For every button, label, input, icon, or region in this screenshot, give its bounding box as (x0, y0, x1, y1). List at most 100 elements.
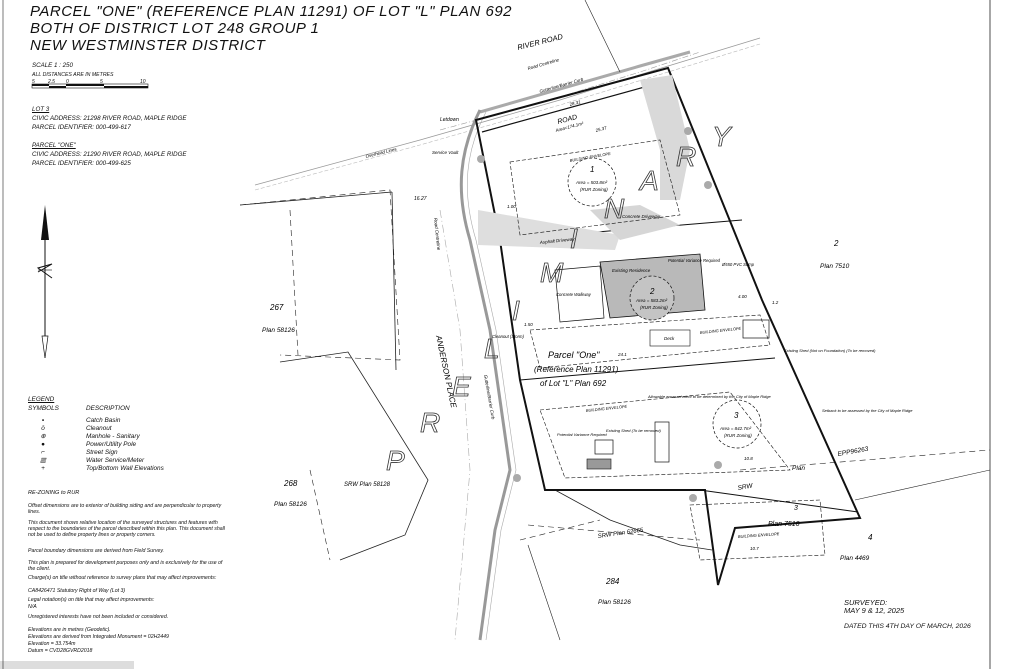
area-2-value: Area = 583.2m² (635, 298, 668, 303)
parcel-one-center-2: (Reference Plan 11291) (534, 365, 619, 374)
legend-heading: LEGEND (28, 396, 55, 403)
lot-268: 268 (283, 479, 298, 488)
srw-58128: SRW Plan 58128 (344, 482, 391, 488)
asphalt-driveway-area (478, 210, 620, 250)
area-2-number: 2 (649, 287, 655, 296)
road-dedication-area (640, 75, 690, 200)
legend-item-label: Power/Utility Pole (86, 441, 137, 448)
title-line-1: PARCEL "ONE" (REFERENCE PLAN 11291) OF L… (30, 3, 513, 20)
boundary-line (854, 469, 991, 501)
legend-item-label: Water Service/Meter (86, 457, 145, 464)
area-3-value: Area = 842.7m² (719, 426, 752, 431)
street-sign-icon: ⌐ (41, 449, 45, 456)
water-meter-icon: ▥ (39, 457, 47, 464)
plan-58126-b: Plan 58126 (274, 501, 307, 508)
legend-item: ⌐ Street Sign (28, 449, 118, 457)
existing-shed (654, 421, 670, 463)
note-relative: This document shows relative location of… (28, 520, 225, 539)
lot3-address: CIVIC ADDRESS: 21298 RIVER ROAD, MAPLE R… (32, 115, 187, 122)
utility-pole-icon: ● (41, 441, 45, 448)
note-elev1: Elevations are in metres (Geodetic). (28, 627, 111, 633)
legend-item-label: Catch Basin (86, 417, 121, 424)
boundary-line (239, 191, 393, 206)
bottom-strip (0, 661, 134, 669)
legend-item: ▪Catch Basin (28, 417, 121, 425)
dim-24-1: 24.1 (617, 352, 627, 357)
dim-25-37: 25.37 (594, 125, 608, 133)
building-envelope-1 (509, 139, 681, 236)
boundary-line (391, 191, 397, 371)
srw-line (527, 524, 701, 541)
watermark-letter: I (570, 223, 578, 254)
dim-1-2: 1.2 (772, 300, 779, 305)
area-1-zoning: (RUR Zoning) (580, 187, 608, 192)
road-centreline-v-label: Road Centreline (433, 218, 441, 251)
note-unregistered: Unregistered interests have not been inc… (28, 614, 169, 620)
note-elev4: Datum = CVD28GVRD2018 (28, 648, 93, 654)
utility-pole-icon (704, 181, 712, 189)
gutter-v-label: Gutterline/Barrier Curb (483, 374, 496, 420)
watermark-letter: Y (712, 121, 733, 152)
surveyed-label: SURVEYED: (844, 598, 888, 607)
area-3-number: 3 (734, 411, 739, 420)
area-1-value: Area = 503.8m² (575, 180, 608, 185)
title-line-3: NEW WESTMINSTER DISTRICT (30, 37, 266, 54)
building-envelope-label-2: BUILDING ENVELOPE (700, 326, 742, 335)
building-envelope-2 (529, 314, 771, 369)
pvc-sump-label: Ø550 PVC Sump (721, 262, 755, 267)
legend-item-label: Cleanout (86, 425, 112, 432)
neighbour-lot-268 (279, 351, 429, 561)
parcel-one-address: CIVIC ADDRESS: 21290 RIVER ROAD, MAPLE R… (32, 151, 187, 158)
note-charges-item: CA8426471 Statutory Right of Way (Lot 3) (28, 588, 126, 594)
watermark-letter: R (676, 141, 696, 172)
building-envelope-4 (689, 499, 826, 561)
lot-284: 284 (605, 577, 620, 586)
area-1-number: 1 (590, 165, 594, 174)
existing-shed-label: Existing Shed (Not on Foundation) (To be… (784, 348, 876, 353)
note-offset: Offset dimensions are to exterior of bui… (28, 503, 222, 516)
srw-label: SRW (737, 482, 754, 492)
asphalt-driveway-label: Asphalt Driveway (539, 236, 576, 245)
manhole-icon: ⊕ (40, 433, 46, 440)
allowable-encroachment-label: Allowable encroachment to be determined … (647, 394, 772, 399)
utility-pole-icon (714, 461, 722, 469)
watermark-letter: A (638, 165, 659, 196)
scale-label: SCALE 1 : 250 (32, 62, 73, 69)
concrete-driveway-label: Concrete Driveway (622, 214, 661, 219)
dim-1-00: 1.00 (507, 204, 516, 209)
potential-variance-label-2: Potential Variance Required (557, 432, 607, 437)
parcel-one-center-1: Parcel "One" (548, 350, 600, 360)
road-label: ROAD (557, 114, 578, 126)
legend-item-label: Street Sign (86, 449, 118, 456)
title-line-2: BOTH OF DISTRICT LOT 248 GROUP 1 (30, 20, 320, 37)
area-1-marker: 1 Area = 503.8m² (RUR Zoning) (567, 157, 617, 207)
deck (649, 329, 691, 347)
lot3-pid: PARCEL IDENTIFIER: 000-499-617 (32, 124, 131, 131)
dated-line: DATED THIS 4TH DAY OF MARCH, 2026 (844, 623, 971, 630)
neighbour-lot-267 (239, 189, 401, 361)
deck-label: Deck (664, 336, 675, 341)
note-prepared: This plan is prepared for development pu… (28, 560, 223, 573)
preliminary-watermark: P R E L I M I N A R Y (386, 121, 734, 477)
existing-shed-east (742, 319, 770, 339)
concrete-walkway (554, 265, 605, 323)
legend-item-label: Manhole - Sanitary (86, 433, 140, 440)
utility-pole-icon (689, 494, 697, 502)
building-envelope-label-4: BUILDING ENVELOPE (738, 531, 780, 539)
service-vault-label: Service Vault (432, 150, 459, 155)
utility-pole-icon (684, 127, 692, 135)
boundary-line (527, 544, 561, 641)
plan-7510-b: Plan 7510 (768, 521, 800, 528)
setback-label: Setback to be assessed by the City of Ma… (822, 408, 913, 413)
overhead-lines-label: Overhead Lines (365, 146, 398, 159)
note-rezoning: RE-ZONING to RUR (28, 490, 80, 496)
cleanout-storm-label: Cleanout (Storm) (492, 334, 524, 339)
watermark-letter: N (604, 193, 625, 224)
scale-tick: 5 (100, 79, 103, 85)
existing-shed-small (594, 439, 614, 455)
scale-units-note: ALL DISTANCES ARE IN METRES (32, 72, 114, 78)
legend-item: +Top/Bottom Wall Elevations (28, 465, 164, 473)
note-elev2: Elevations are derived from Integrated M… (28, 634, 169, 640)
